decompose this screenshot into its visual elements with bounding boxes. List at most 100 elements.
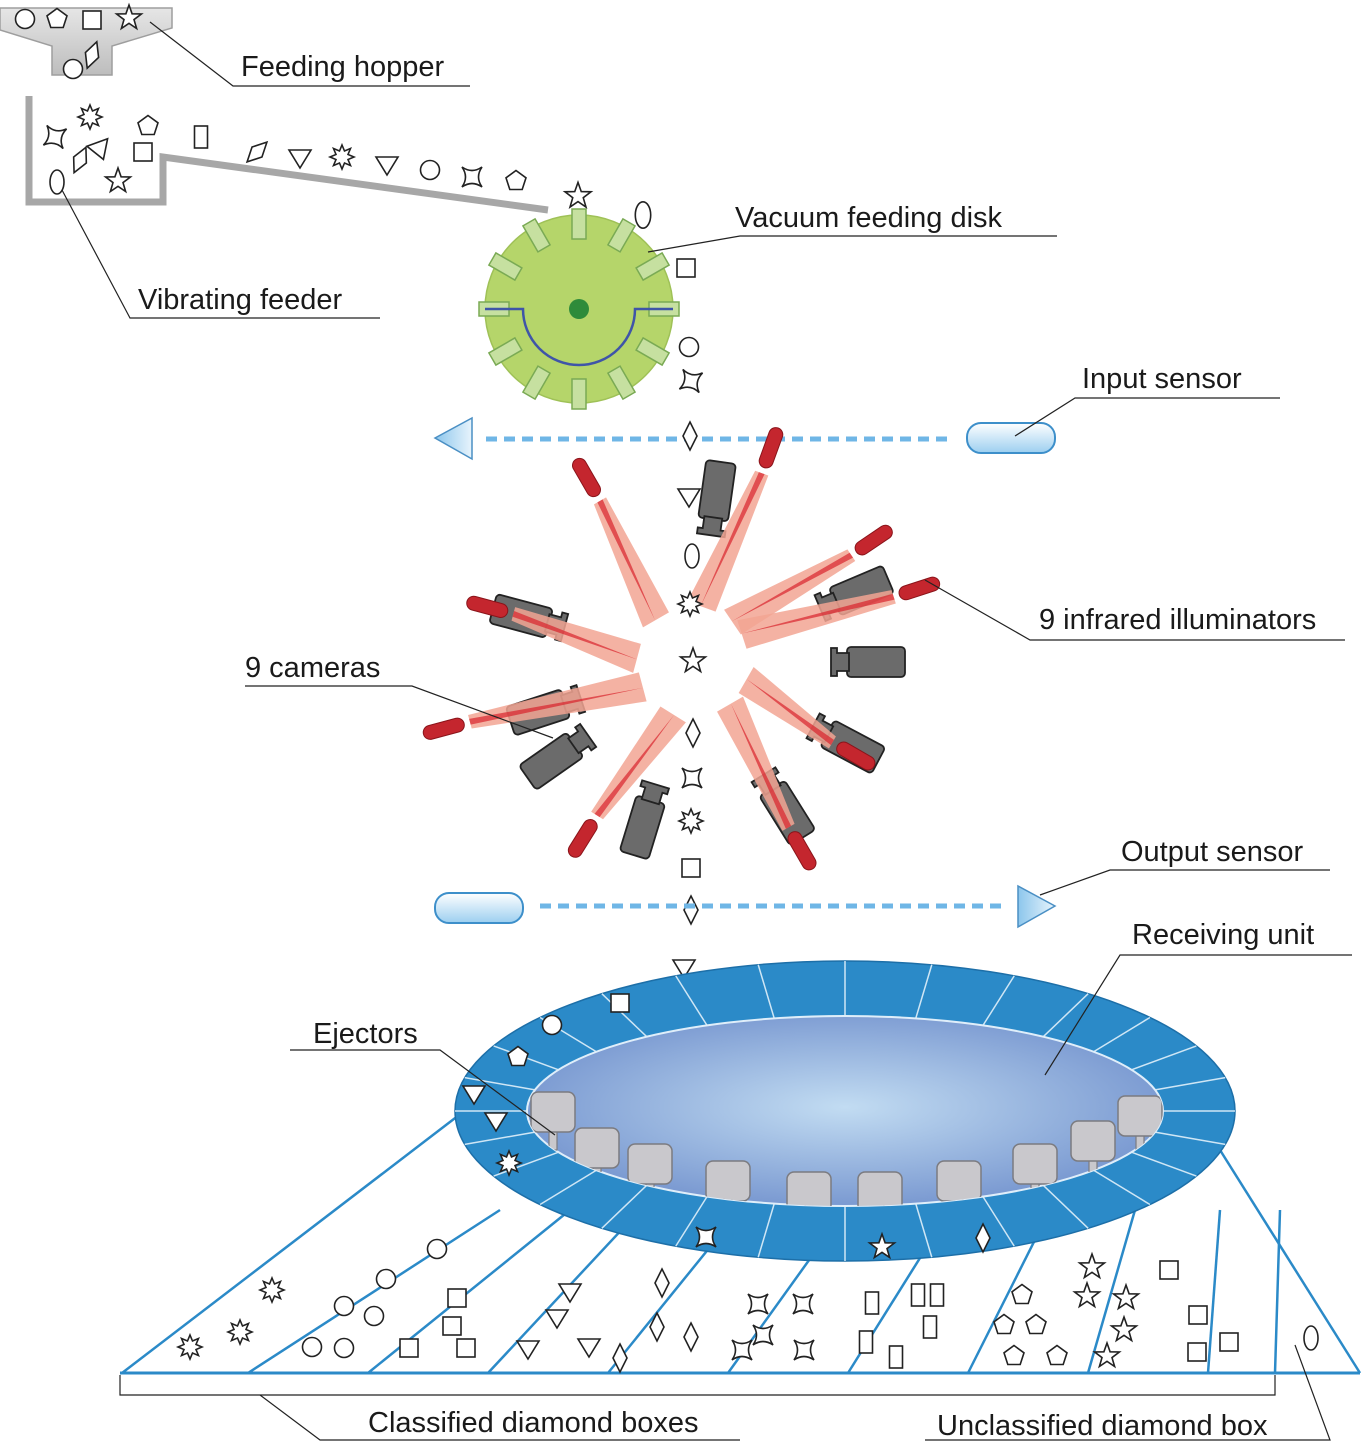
- rect-diamond-icon: [864, 1291, 880, 1315]
- camera-ring: [421, 425, 942, 873]
- infrared-illuminator-icon: [717, 696, 820, 873]
- label-feeding-hopper: Feeding hopper: [241, 51, 444, 83]
- label-output-sensor: Output sensor: [1121, 836, 1303, 868]
- output-sensor-beam: [540, 884, 1057, 929]
- feeding-hopper: [0, 7, 173, 76]
- suction-nozzle: [571, 378, 587, 410]
- suction-nozzle: [635, 251, 671, 282]
- astro-diamond-icon: [461, 166, 483, 188]
- infrared-illuminator-icon: [421, 672, 647, 742]
- burst-diamond-icon: [227, 1319, 253, 1345]
- dia-diamond-icon: [685, 718, 701, 748]
- circle-diamond-icon: [301, 1336, 323, 1358]
- rect-diamond-icon: [929, 1283, 945, 1307]
- dia-diamond-icon: [66, 143, 94, 177]
- star-diamond-icon: [679, 647, 707, 673]
- circle-diamond-icon: [333, 1337, 355, 1359]
- infrared-illuminator-icon: [464, 594, 641, 673]
- burst-diamond-icon: [329, 144, 355, 170]
- circle-diamond-icon: [375, 1268, 397, 1290]
- burst-diamond-icon: [77, 104, 103, 130]
- vibrating-feeder: [25, 96, 549, 214]
- circle-diamond-icon: [14, 8, 36, 30]
- disk-hub: [569, 299, 589, 319]
- label-receiving-unit: Receiving unit: [1132, 919, 1314, 951]
- leader-lines: [61, 21, 1352, 1441]
- burst-diamond-icon: [496, 1150, 522, 1176]
- circle-diamond-icon: [426, 1238, 448, 1260]
- square-diamond-icon: [442, 1316, 462, 1336]
- suction-nozzle: [606, 217, 637, 253]
- infrared-illuminator-icon: [565, 706, 686, 861]
- suction-nozzle: [635, 336, 671, 367]
- box-divider: [1086, 1209, 1137, 1374]
- tri-diamond-icon: [677, 488, 701, 508]
- circle-diamond-icon: [62, 58, 84, 80]
- dia-diamond-icon: [241, 136, 273, 168]
- pent-diamond-icon: [137, 114, 159, 136]
- ell-diamond-icon: [634, 201, 652, 229]
- camera-icon: [830, 646, 906, 678]
- infrared-illuminator-icon: [738, 666, 878, 774]
- square-diamond-icon: [681, 858, 701, 878]
- square-diamond-icon: [399, 1338, 419, 1358]
- rect-diamond-icon: [910, 1283, 926, 1307]
- label-unclassified-box: Unclassified diamond box: [937, 1410, 1268, 1442]
- ejector-icon: [786, 1171, 832, 1206]
- astro-diamond-icon: [793, 1339, 815, 1361]
- box-divider: [1273, 1209, 1282, 1374]
- square-diamond-icon: [1187, 1342, 1207, 1362]
- square-diamond-icon: [676, 258, 696, 278]
- ell-diamond-icon: [684, 543, 700, 569]
- square-diamond-icon: [1219, 1332, 1239, 1352]
- rect-diamond-icon: [193, 125, 209, 149]
- astro-diamond-icon: [792, 1293, 814, 1315]
- tri-diamond-icon: [86, 137, 115, 164]
- receiving-unit: [454, 960, 1236, 1262]
- label-classified-boxes: Classified diamond boxes: [368, 1407, 698, 1439]
- burst-diamond-icon: [259, 1277, 285, 1303]
- burst-diamond-icon: [678, 808, 704, 834]
- label-input-sensor: Input sensor: [1082, 363, 1242, 395]
- dia-diamond-icon: [682, 421, 698, 451]
- square-diamond-icon: [610, 993, 630, 1013]
- vacuum-track: [485, 307, 673, 367]
- infrared-illuminator-icon: [737, 574, 942, 649]
- dia-diamond-icon: [683, 895, 699, 925]
- suction-nozzle: [521, 365, 552, 401]
- box-divider: [1218, 1149, 1362, 1374]
- rect-diamond-icon: [858, 1330, 874, 1354]
- astro-diamond-icon: [42, 124, 68, 150]
- input-sensor-beam: [433, 416, 950, 461]
- astro-diamond-icon: [681, 767, 703, 789]
- star-diamond-icon: [104, 167, 132, 193]
- circle-diamond-icon: [541, 1014, 563, 1036]
- square-diamond-icon: [456, 1338, 476, 1358]
- square-diamond-icon: [1188, 1305, 1208, 1325]
- infrared-illuminator-icon: [724, 522, 896, 635]
- ejector-icon: [530, 1091, 576, 1151]
- camera-icon: [618, 779, 671, 861]
- circle-diamond-icon: [678, 336, 700, 358]
- astro-diamond-icon: [752, 1324, 774, 1346]
- label-cameras: 9 cameras: [245, 652, 380, 684]
- label-vacuum-feeding-disk: Vacuum feeding disk: [735, 202, 1003, 234]
- feeder-diamonds: [42, 104, 527, 195]
- input-sensor: [966, 422, 1056, 454]
- box-divider: [247, 1208, 501, 1375]
- square-diamond-icon: [82, 10, 102, 30]
- rect-diamond-icon: [922, 1315, 938, 1339]
- astro-diamond-icon: [731, 1339, 753, 1361]
- label-ejectors: Ejectors: [313, 1018, 418, 1050]
- output-sensor: [434, 892, 524, 924]
- infrared-illuminator-icon: [687, 425, 786, 612]
- ell-diamond-icon: [1303, 1325, 1319, 1351]
- astro-diamond-icon: [747, 1293, 769, 1315]
- astro-diamond-icon: [695, 1226, 717, 1248]
- suction-nozzle: [487, 336, 523, 367]
- suction-nozzle: [571, 208, 587, 240]
- star-diamond-icon: [564, 181, 592, 208]
- circle-diamond-icon: [333, 1295, 355, 1317]
- circle-diamond-icon: [363, 1305, 385, 1327]
